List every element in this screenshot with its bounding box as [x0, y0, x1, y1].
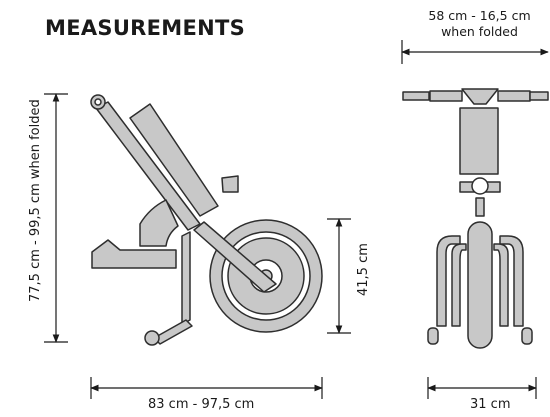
dimension-label-length: 83 cm - 97,5 cm: [148, 397, 255, 412]
foot-left: [427, 327, 439, 345]
dimension-label-top-width-line1: 58 cm - 16,5 cm: [428, 8, 531, 23]
small-tab: [221, 175, 239, 193]
handlebar-left-grip: [402, 91, 430, 101]
front-view-device: [402, 88, 549, 349]
dimension-label-top-width-line2: when folded: [441, 24, 518, 39]
foot-ball: [144, 330, 160, 346]
handlebar-clamp: [461, 88, 499, 105]
handle-grip-hole: [94, 98, 102, 106]
stem: [475, 197, 485, 217]
side-view-device: [90, 94, 323, 346]
handlebar-left-bar: [429, 90, 463, 102]
page-title: MEASUREMENTS: [45, 16, 246, 40]
front-wheel: [467, 221, 493, 349]
sector-piece: [139, 199, 179, 247]
lower-rod: [153, 319, 193, 345]
upper-body-panel: [129, 103, 219, 217]
fork-arch-left-inner: [451, 243, 467, 327]
collar-ring: [471, 177, 489, 195]
foot-block: [91, 239, 177, 269]
fork-arm: [193, 221, 277, 293]
foot-right: [521, 327, 533, 345]
dimension-lines: [44, 40, 549, 399]
dimension-label-top-width: 58 cm - 16,5 cm when folded: [402, 8, 550, 40]
dimension-label-front-width: 31 cm: [470, 397, 511, 412]
vertical-strut: [181, 231, 191, 325]
handlebar-right-bar: [497, 90, 531, 102]
handlebar-right-grip: [529, 91, 549, 101]
fork-arch-right-inner: [493, 243, 509, 327]
steering-column: [459, 107, 499, 175]
